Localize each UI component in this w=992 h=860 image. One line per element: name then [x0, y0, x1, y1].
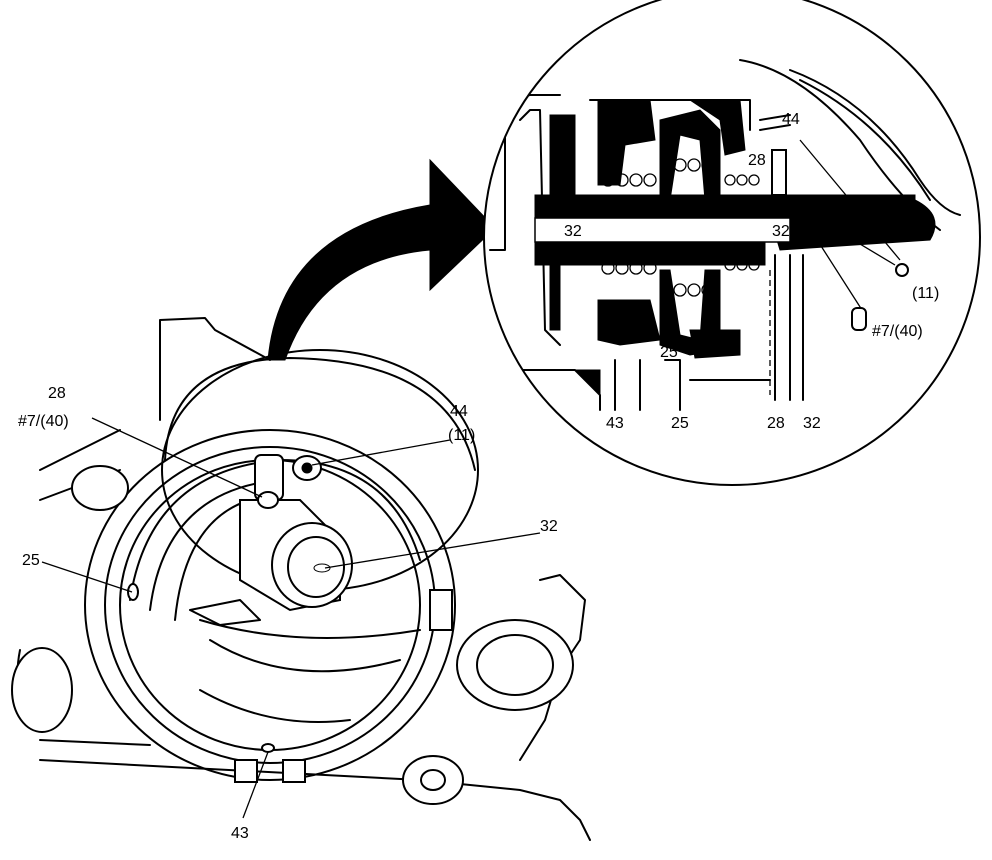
bottom-label-43: 43 [606, 415, 624, 432]
detail-label-28: 28 [748, 152, 766, 169]
detail-label-32-left: 32 [564, 223, 582, 240]
label-43: 43 [231, 825, 249, 842]
label-44: 44 [450, 403, 468, 420]
bottom-label-25: 25 [671, 415, 689, 432]
bottom-label-32: 32 [803, 415, 821, 432]
label-28: 28 [48, 385, 66, 402]
detail-label-25: 25 [660, 344, 678, 361]
detail-label-11: (11) [912, 285, 939, 302]
detail-label-7-40: #7/(40) [872, 323, 923, 340]
label-7-40: #7/(40) [18, 413, 69, 430]
detail-view: 44 28 32 32 (11) #7/(40) 25 43 25 28 32 [483, 0, 981, 486]
detail-label-32-right: 32 [772, 223, 790, 240]
bottom-label-28: 28 [767, 415, 785, 432]
detail-label-44: 44 [782, 111, 800, 128]
label-25: 25 [22, 552, 40, 569]
zoom-arrow [267, 158, 496, 361]
main-housing-view: 28 #7/(40) 44 (11) 32 25 43 [11, 317, 591, 842]
label-32: 32 [540, 518, 558, 535]
label-11: (11) [448, 427, 475, 444]
